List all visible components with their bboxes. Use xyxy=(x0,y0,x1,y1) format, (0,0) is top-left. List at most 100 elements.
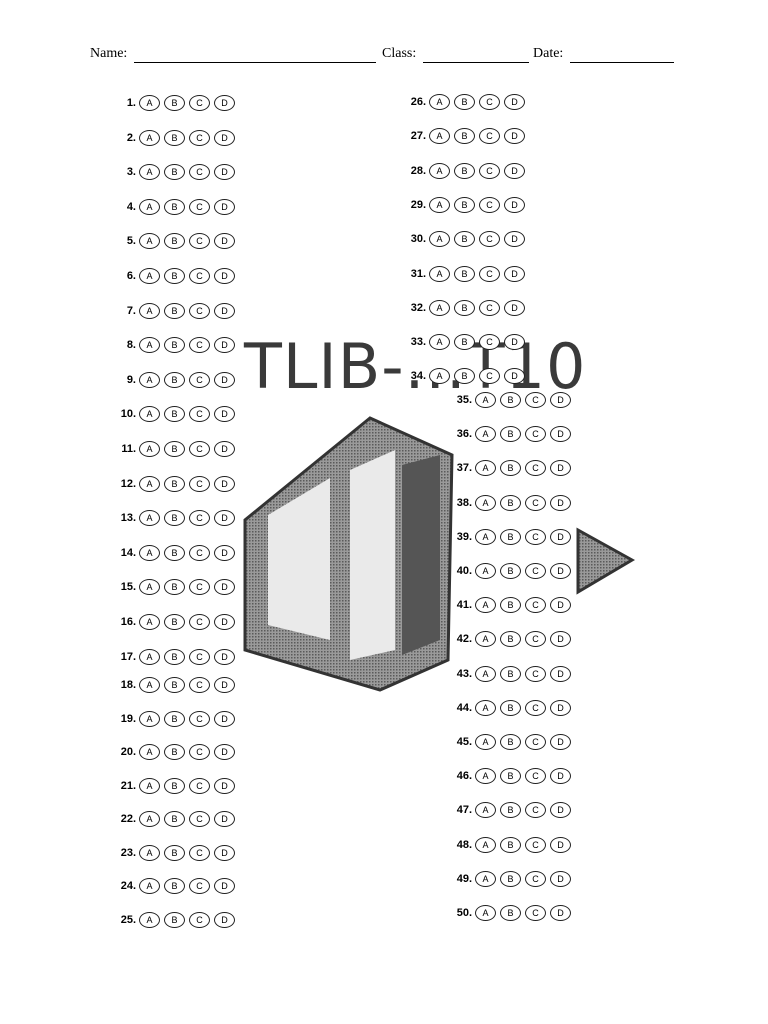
answer-bubble-c[interactable]: C xyxy=(525,528,546,545)
answer-bubble-a[interactable]: A xyxy=(429,162,450,179)
answer-bubble-d[interactable]: D xyxy=(214,441,235,457)
answer-bubble-c[interactable]: C xyxy=(189,744,210,760)
answer-bubble-c[interactable]: C xyxy=(189,475,210,492)
answer-bubble-b[interactable]: B xyxy=(500,665,521,682)
answer-bubble-c[interactable]: C xyxy=(189,648,210,665)
answer-bubble-d[interactable]: D xyxy=(550,802,571,819)
answer-bubble-c[interactable]: C xyxy=(189,811,210,827)
answer-bubble-c[interactable]: C xyxy=(525,665,546,682)
answer-bubble-d[interactable]: D xyxy=(214,844,235,861)
answer-bubble-c[interactable]: C xyxy=(479,368,500,385)
answer-bubble-d[interactable]: D xyxy=(504,94,525,110)
answer-bubble-b[interactable]: B xyxy=(500,870,521,887)
answer-bubble-b[interactable]: B xyxy=(164,268,185,284)
answer-bubble-c[interactable]: C xyxy=(525,734,546,750)
answer-bubble-a[interactable]: A xyxy=(429,299,450,316)
answer-bubble-a[interactable]: A xyxy=(139,544,160,561)
answer-bubble-d[interactable]: D xyxy=(214,406,235,423)
answer-bubble-b[interactable]: B xyxy=(164,648,185,665)
answer-bubble-c[interactable]: C xyxy=(525,563,546,579)
answer-bubble-a[interactable]: A xyxy=(429,368,450,385)
answer-bubble-b[interactable]: B xyxy=(500,768,521,785)
answer-bubble-c[interactable]: C xyxy=(525,426,546,443)
answer-bubble-c[interactable]: C xyxy=(189,878,210,894)
answer-bubble-b[interactable]: B xyxy=(454,299,475,316)
answer-bubble-d[interactable]: D xyxy=(550,528,571,545)
answer-bubble-c[interactable]: C xyxy=(479,334,500,351)
answer-bubble-a[interactable]: A xyxy=(139,302,160,319)
answer-bubble-b[interactable]: B xyxy=(500,426,521,443)
answer-bubble-c[interactable]: C xyxy=(189,233,210,250)
answer-bubble-a[interactable]: A xyxy=(475,836,496,853)
answer-bubble-d[interactable]: D xyxy=(550,631,571,648)
answer-bubble-b[interactable]: B xyxy=(164,710,185,727)
answer-bubble-b[interactable]: B xyxy=(500,494,521,511)
answer-bubble-d[interactable]: D xyxy=(550,494,571,511)
answer-bubble-a[interactable]: A xyxy=(475,699,496,716)
answer-bubble-d[interactable]: D xyxy=(214,911,235,928)
answer-bubble-a[interactable]: A xyxy=(475,905,496,921)
answer-bubble-a[interactable]: A xyxy=(475,528,496,545)
name-field[interactable] xyxy=(134,62,376,63)
answer-bubble-d[interactable]: D xyxy=(214,302,235,319)
answer-bubble-c[interactable]: C xyxy=(525,836,546,853)
answer-bubble-b[interactable]: B xyxy=(164,911,185,928)
answer-bubble-b[interactable]: B xyxy=(500,699,521,716)
answer-bubble-b[interactable]: B xyxy=(500,836,521,853)
answer-bubble-d[interactable]: D xyxy=(504,368,525,385)
answer-bubble-d[interactable]: D xyxy=(214,878,235,894)
answer-bubble-b[interactable]: B xyxy=(164,811,185,827)
answer-bubble-b[interactable]: B xyxy=(164,233,185,250)
answer-bubble-a[interactable]: A xyxy=(139,648,160,665)
answer-bubble-c[interactable]: C xyxy=(189,268,210,284)
answer-bubble-c[interactable]: C xyxy=(189,510,210,527)
answer-bubble-a[interactable]: A xyxy=(139,710,160,727)
answer-bubble-d[interactable]: D xyxy=(504,162,525,179)
answer-bubble-c[interactable]: C xyxy=(525,905,546,921)
answer-bubble-c[interactable]: C xyxy=(525,460,546,477)
answer-bubble-c[interactable]: C xyxy=(189,164,210,181)
answer-bubble-b[interactable]: B xyxy=(500,460,521,477)
answer-bubble-b[interactable]: B xyxy=(164,129,185,146)
answer-bubble-a[interactable]: A xyxy=(475,392,496,408)
answer-bubble-a[interactable]: A xyxy=(429,334,450,351)
answer-bubble-c[interactable]: C xyxy=(189,406,210,423)
answer-bubble-a[interactable]: A xyxy=(475,768,496,785)
answer-bubble-a[interactable]: A xyxy=(475,734,496,750)
answer-bubble-d[interactable]: D xyxy=(550,870,571,887)
answer-bubble-d[interactable]: D xyxy=(214,164,235,181)
answer-bubble-c[interactable]: C xyxy=(189,371,210,388)
answer-bubble-b[interactable]: B xyxy=(164,614,185,630)
answer-bubble-b[interactable]: B xyxy=(500,802,521,819)
answer-bubble-d[interactable]: D xyxy=(504,231,525,248)
answer-bubble-b[interactable]: B xyxy=(164,95,185,111)
answer-bubble-d[interactable]: D xyxy=(504,265,525,282)
answer-bubble-c[interactable]: C xyxy=(189,614,210,630)
answer-bubble-a[interactable]: A xyxy=(139,95,160,111)
answer-bubble-d[interactable]: D xyxy=(214,744,235,760)
answer-bubble-c[interactable]: C xyxy=(189,337,210,354)
answer-bubble-d[interactable]: D xyxy=(550,426,571,443)
answer-bubble-c[interactable]: C xyxy=(525,802,546,819)
answer-bubble-c[interactable]: C xyxy=(189,95,210,111)
answer-bubble-b[interactable]: B xyxy=(164,302,185,319)
answer-bubble-d[interactable]: D xyxy=(504,334,525,351)
answer-bubble-b[interactable]: B xyxy=(164,544,185,561)
answer-bubble-d[interactable]: D xyxy=(214,337,235,354)
answer-bubble-b[interactable]: B xyxy=(500,563,521,579)
answer-bubble-a[interactable]: A xyxy=(139,129,160,146)
answer-bubble-b[interactable]: B xyxy=(164,777,185,794)
answer-bubble-d[interactable]: D xyxy=(214,710,235,727)
answer-bubble-c[interactable]: C xyxy=(525,870,546,887)
answer-bubble-b[interactable]: B xyxy=(164,164,185,181)
answer-bubble-a[interactable]: A xyxy=(139,441,160,457)
answer-bubble-a[interactable]: A xyxy=(429,128,450,145)
answer-bubble-b[interactable]: B xyxy=(164,510,185,527)
answer-bubble-b[interactable]: B xyxy=(164,371,185,388)
class-field[interactable] xyxy=(423,62,529,63)
answer-bubble-a[interactable]: A xyxy=(475,563,496,579)
answer-bubble-b[interactable]: B xyxy=(164,475,185,492)
answer-bubble-c[interactable]: C xyxy=(189,710,210,727)
answer-bubble-a[interactable]: A xyxy=(139,911,160,928)
answer-bubble-a[interactable]: A xyxy=(475,460,496,477)
